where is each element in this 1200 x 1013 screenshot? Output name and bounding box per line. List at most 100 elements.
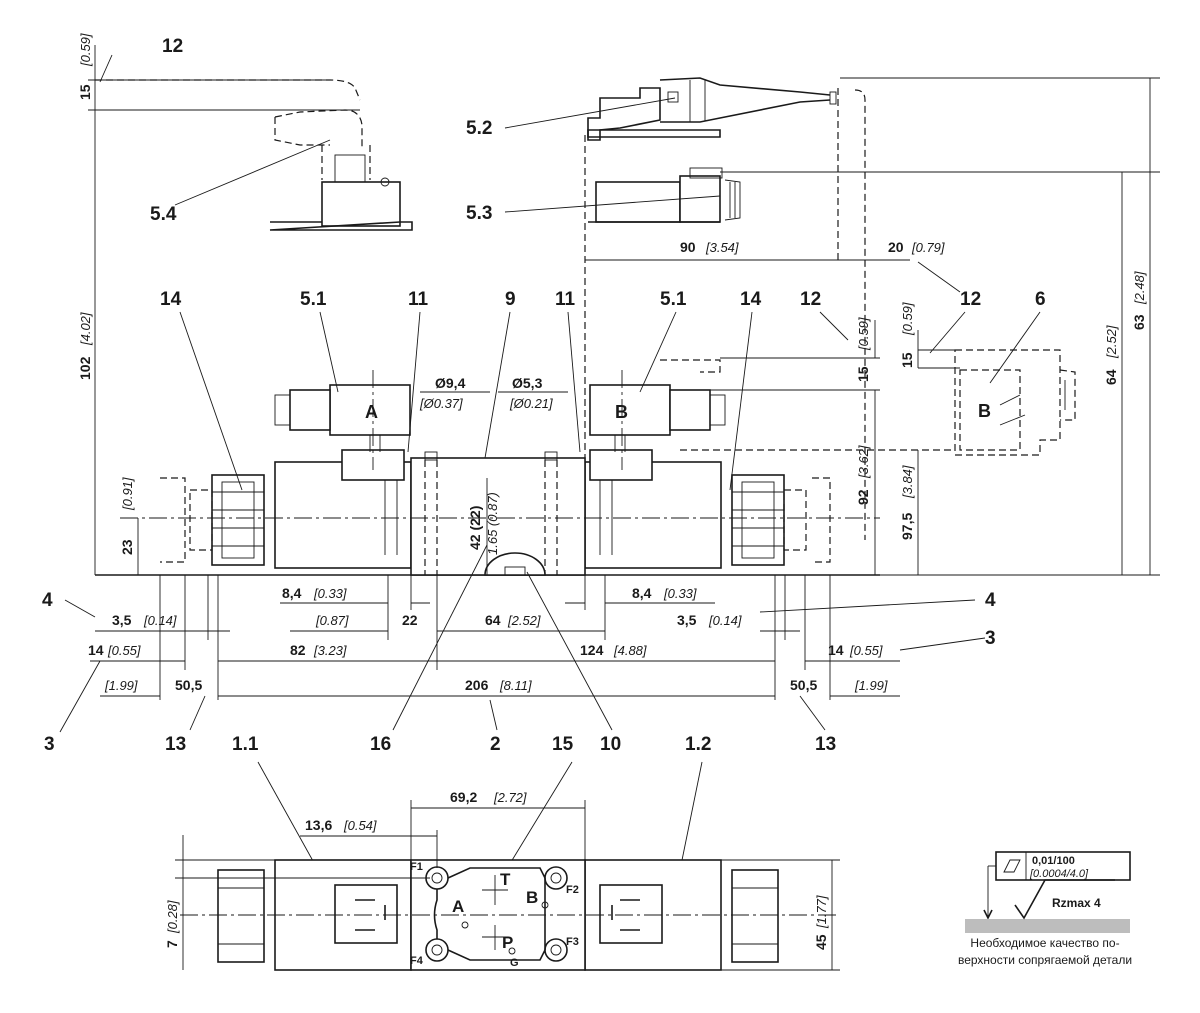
- callout-5-4: 5.4: [150, 204, 177, 225]
- dim-82: 82: [290, 642, 306, 658]
- dim-102: 102: [77, 356, 93, 380]
- callout-13-right: 13: [815, 734, 836, 755]
- note-line-2: верхности сопрягаемой детали: [958, 953, 1132, 967]
- dim-20-inch: [0.79]: [911, 240, 945, 255]
- dim-92-inch: [3.62]: [856, 445, 871, 479]
- dim-15-far-right: 15: [899, 352, 915, 368]
- dim-14-right-inch: [0.55]: [849, 643, 883, 658]
- callout-9: 9: [505, 289, 516, 310]
- callout-labels: 12 5.2 5.3 5.4 14 5.1 11 9 11 5.1 14 12 …: [42, 36, 1046, 755]
- valve-plan-view: [175, 800, 840, 971]
- dim-69-2-inch: [2.72]: [493, 790, 527, 805]
- port-a-label: A: [365, 402, 378, 422]
- callout-2: 2: [490, 734, 501, 755]
- dim-82-inch: [3.23]: [313, 643, 347, 658]
- dim-63-inch: [2.48]: [1132, 271, 1147, 305]
- callout-12-middle: 12: [800, 289, 821, 310]
- dim-7: 7: [164, 940, 180, 948]
- dim-42-22: 42 (22): [467, 506, 483, 550]
- dim-90-inch: [3.54]: [705, 240, 739, 255]
- dim-15-right-inch: [0.59]: [856, 317, 871, 351]
- dim-45: 45: [813, 934, 829, 950]
- port-b: B: [526, 888, 538, 907]
- dim-15-right: 15: [855, 366, 871, 382]
- dim-dia-9-4: Ø9,4: [435, 375, 466, 391]
- dim-8-4-right: 8,4: [632, 585, 652, 601]
- dim-3-5-left: 3,5: [112, 612, 132, 628]
- dim-13-6-inch: [0.54]: [343, 818, 377, 833]
- plug-a: A: [274, 370, 411, 470]
- callout-1-1: 1.1: [232, 734, 259, 755]
- dim-3-5-right: 3,5: [677, 612, 697, 628]
- plug-b: B: [589, 359, 726, 470]
- port-f1: F1: [410, 861, 423, 873]
- callout-4-right: 4: [985, 590, 996, 611]
- dim-8-4-right-inch: [0.33]: [663, 586, 697, 601]
- dim-15-top: 15: [77, 84, 93, 100]
- dim-102-inch: [4.02]: [78, 312, 93, 346]
- port-f3: F3: [566, 936, 579, 948]
- dim-92: 92: [855, 489, 871, 505]
- callout-11-left: 11: [408, 289, 429, 310]
- port-p: P: [502, 933, 513, 952]
- dim-64-right: 64: [1103, 369, 1119, 385]
- tolerance-inch: [0.0004/4.0]: [1029, 868, 1089, 880]
- dim-22: 22: [402, 612, 418, 628]
- dim-20: 20: [888, 239, 904, 255]
- dim-14-right: 14: [828, 642, 844, 658]
- dim-1-99-left: [1.99]: [104, 678, 138, 693]
- callout-15: 15: [552, 734, 574, 755]
- callout-12-top: 12: [162, 36, 183, 57]
- port-f4: F4: [410, 955, 424, 967]
- callout-14-left: 14: [160, 289, 182, 310]
- dim-64-bottom-inch: [2.52]: [507, 613, 541, 628]
- dim-206-inch: [8.11]: [499, 678, 532, 693]
- dim-dia-5-3: Ø5,3: [512, 375, 543, 391]
- dim-15-top-inch: [0.59]: [78, 33, 93, 67]
- dim-7-inch: [0.28]: [165, 900, 180, 934]
- dim-1-99-right: [1.99]: [854, 678, 888, 693]
- dim-50-5-right: 50,5: [790, 677, 817, 693]
- dim-14-left-inch: [0.55]: [107, 643, 141, 658]
- callout-5-1-right: 5.1: [660, 289, 687, 310]
- dim-45-inch: [1.77]: [814, 895, 829, 929]
- callout-5-2: 5.2: [466, 118, 492, 139]
- port-g: G: [510, 957, 519, 969]
- connector-5-4: [95, 79, 413, 231]
- roughness-value: Rzmax 4: [1052, 896, 1101, 910]
- dim-23-inch: [0.91]: [120, 477, 135, 511]
- plug-6-side: B: [954, 349, 1076, 456]
- callout-1-2: 1.2: [685, 734, 711, 755]
- connector-5-2: [587, 77, 866, 540]
- tolerance-value: 0,01/100: [1032, 855, 1075, 867]
- port-a: A: [452, 897, 464, 916]
- dim-50-5-left: 50,5: [175, 677, 202, 693]
- port-f2: F2: [566, 884, 579, 896]
- dim-dia-9-4-inch: [Ø0.37]: [419, 396, 463, 411]
- callout-10: 10: [600, 734, 621, 755]
- dim-206: 206: [465, 677, 489, 693]
- dim-97-5-inch: [3.84]: [900, 465, 915, 499]
- dim-97-5: 97,5: [899, 513, 915, 540]
- callout-3-right: 3: [985, 628, 996, 649]
- connector-5-3: [588, 167, 741, 223]
- dim-14-left: 14: [88, 642, 104, 658]
- callout-11-right: 11: [555, 289, 576, 310]
- valve-side-view: [95, 449, 880, 576]
- dim-64-bottom: 64: [485, 612, 501, 628]
- dim-15-far-right-inch: [0.59]: [900, 302, 915, 336]
- callout-3-left: 3: [44, 734, 55, 755]
- dimension-labels: 15 [0.59] 102 [4.02] 90 [3.54] 20 [0.79]…: [77, 33, 1147, 950]
- dim-124: 124: [580, 642, 604, 658]
- dim-3-5-right-inch: [0.14]: [708, 613, 742, 628]
- callout-6: 6: [1035, 289, 1046, 310]
- leader-lines: [59, 54, 1041, 881]
- callout-5-3: 5.3: [466, 203, 492, 224]
- dim-42-22-inch: 1.65 (0.87): [485, 492, 500, 555]
- dim-63: 63: [1131, 314, 1147, 330]
- callout-5-1-left: 5.1: [300, 289, 327, 310]
- note-line-1: Необходимое качество по-: [970, 936, 1119, 950]
- dim-124-inch: [4.88]: [613, 643, 647, 658]
- dim-23: 23: [119, 539, 135, 555]
